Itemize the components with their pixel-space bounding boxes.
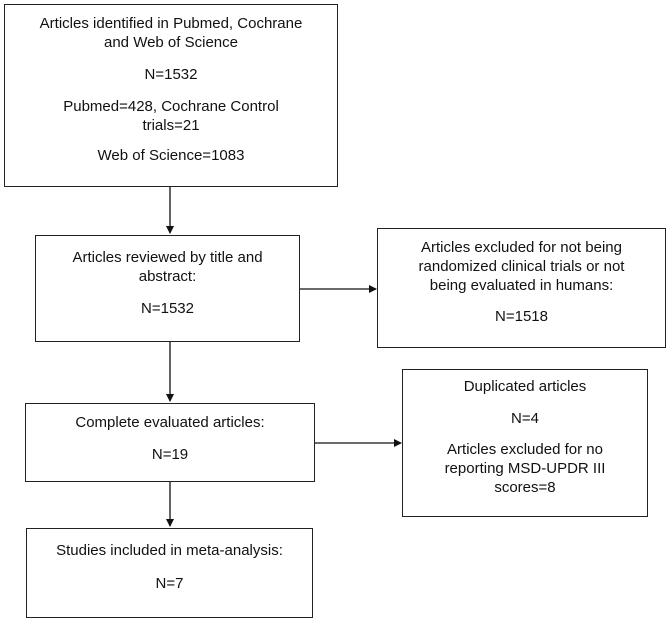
duplicated-line3: reporting MSD-UPDR III <box>444 460 606 477</box>
duplicated-articles-box: Duplicated articles N=4 Articles exclude… <box>402 369 648 517</box>
articles-reviewed-box: Articles reviewed by title and abstract:… <box>35 235 300 342</box>
evaluated-count: N=19 <box>151 446 189 463</box>
excluded-rct-line3: being evaluated in humans: <box>429 277 614 294</box>
articles-identified-box: Articles identified in Pubmed, Cochrane … <box>4 4 338 187</box>
excluded-rct-count: N=1518 <box>495 308 548 325</box>
identified-count: N=1532 <box>144 66 198 83</box>
duplicated-count: N=4 <box>511 410 539 427</box>
evaluated-line1: Complete evaluated articles: <box>75 414 265 431</box>
reviewed-count: N=1532 <box>141 300 194 317</box>
included-count: N=7 <box>155 575 184 592</box>
complete-evaluated-box: Complete evaluated articles: N=19 <box>25 403 315 482</box>
identified-line4: trials=21 <box>142 117 200 134</box>
duplicated-line4: scores=8 <box>494 479 556 496</box>
reviewed-line1: Articles reviewed by title and <box>72 249 263 266</box>
identified-line2: and Web of Science <box>104 34 238 51</box>
identified-line3: Pubmed=428, Cochrane Control <box>63 98 279 115</box>
duplicated-line2: Articles excluded for no <box>447 441 603 458</box>
studies-included-box: Studies included in meta-analysis: N=7 <box>26 528 313 618</box>
included-line1: Studies included in meta-analysis: <box>56 542 283 559</box>
identified-line1: Articles identified in Pubmed, Cochrane <box>39 15 303 32</box>
excluded-rct-line1: Articles excluded for not being <box>421 239 622 256</box>
duplicated-line1: Duplicated articles <box>463 378 587 395</box>
reviewed-line2: abstract: <box>138 268 197 285</box>
articles-excluded-rct-box: Articles excluded for not being randomiz… <box>377 228 666 348</box>
identified-line5: Web of Science=1083 <box>97 147 245 164</box>
excluded-rct-line2: randomized clinical trials or not <box>418 258 625 275</box>
